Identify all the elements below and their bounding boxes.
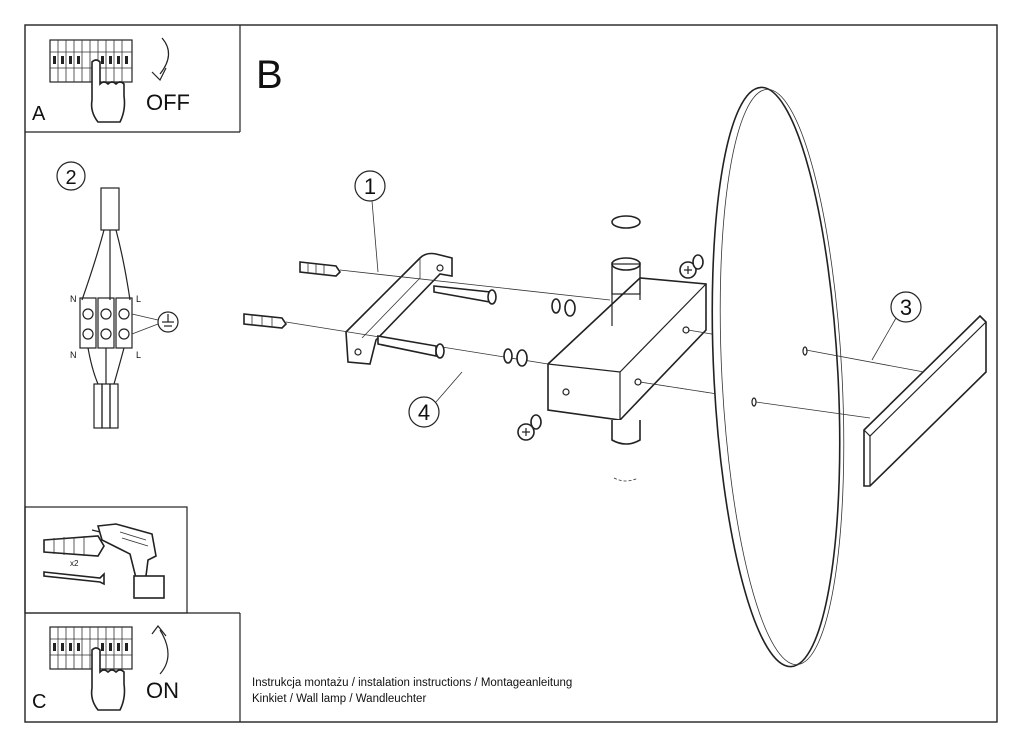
bracket-screw-bottom xyxy=(377,335,445,359)
wire-lead-2 xyxy=(101,383,111,429)
cable-sheath xyxy=(100,187,120,231)
front-cover xyxy=(755,314,987,487)
panel-a-breaker-off: A OFF xyxy=(32,37,190,125)
callout-1: 1 xyxy=(364,174,376,199)
hand-icon xyxy=(90,59,126,123)
side-screw-bottom xyxy=(517,414,542,441)
label-n-bottom: N xyxy=(70,350,77,360)
panel-b-letter: B xyxy=(256,53,283,97)
callout-3: 3 xyxy=(900,295,912,320)
panel-c-letter: C xyxy=(32,691,46,713)
drill-icon xyxy=(91,523,165,599)
panel-c-on-label: ON xyxy=(146,678,179,703)
callout-4: 4 xyxy=(418,400,430,425)
arrow-down-icon xyxy=(159,37,170,75)
side-screw-top xyxy=(679,254,704,279)
callout-4-circle xyxy=(408,396,440,428)
callout-1-circle xyxy=(354,170,386,202)
footer-line-2: Kinkiet / Wall lamp / Wandleuchter xyxy=(252,693,427,705)
label-l-bottom: L xyxy=(136,350,141,360)
screw-icon xyxy=(43,571,105,586)
wall-bracket xyxy=(345,252,453,365)
terminal-block xyxy=(79,297,133,349)
label-n-top: N xyxy=(70,294,77,304)
callout-2: 2 xyxy=(65,167,76,189)
hand-icon-c xyxy=(90,647,126,711)
label-l-top: L xyxy=(136,294,141,304)
footer-line-1: Instrukcja montażu / instalation instruc… xyxy=(252,677,573,689)
breaker-icon xyxy=(49,39,133,83)
nut-washer-bottom xyxy=(503,348,528,367)
ground-icon xyxy=(157,311,179,333)
wire-lead-1 xyxy=(93,383,103,429)
callout-2-circle xyxy=(56,161,86,191)
lamp-tube xyxy=(611,215,641,482)
panel-wiring: 2 N L N L xyxy=(56,161,179,429)
dowel-qty: x2 xyxy=(70,559,79,568)
callout-3-circle xyxy=(890,291,922,323)
panel-a-off-label: OFF xyxy=(146,90,190,115)
breaker-icon-c xyxy=(49,626,133,670)
panel-drill: x2 xyxy=(43,523,165,599)
arrow-up-icon xyxy=(159,629,169,675)
bracket-screw-top xyxy=(433,285,497,305)
panel-c-breaker-on: C ON xyxy=(32,625,179,713)
wall-dowel-top xyxy=(299,261,611,301)
outer-frame xyxy=(24,24,998,723)
oval-plate xyxy=(711,86,845,668)
nut-washer-top xyxy=(551,298,576,317)
panel-a-letter: A xyxy=(32,103,46,125)
wire-lead-3 xyxy=(109,383,119,429)
